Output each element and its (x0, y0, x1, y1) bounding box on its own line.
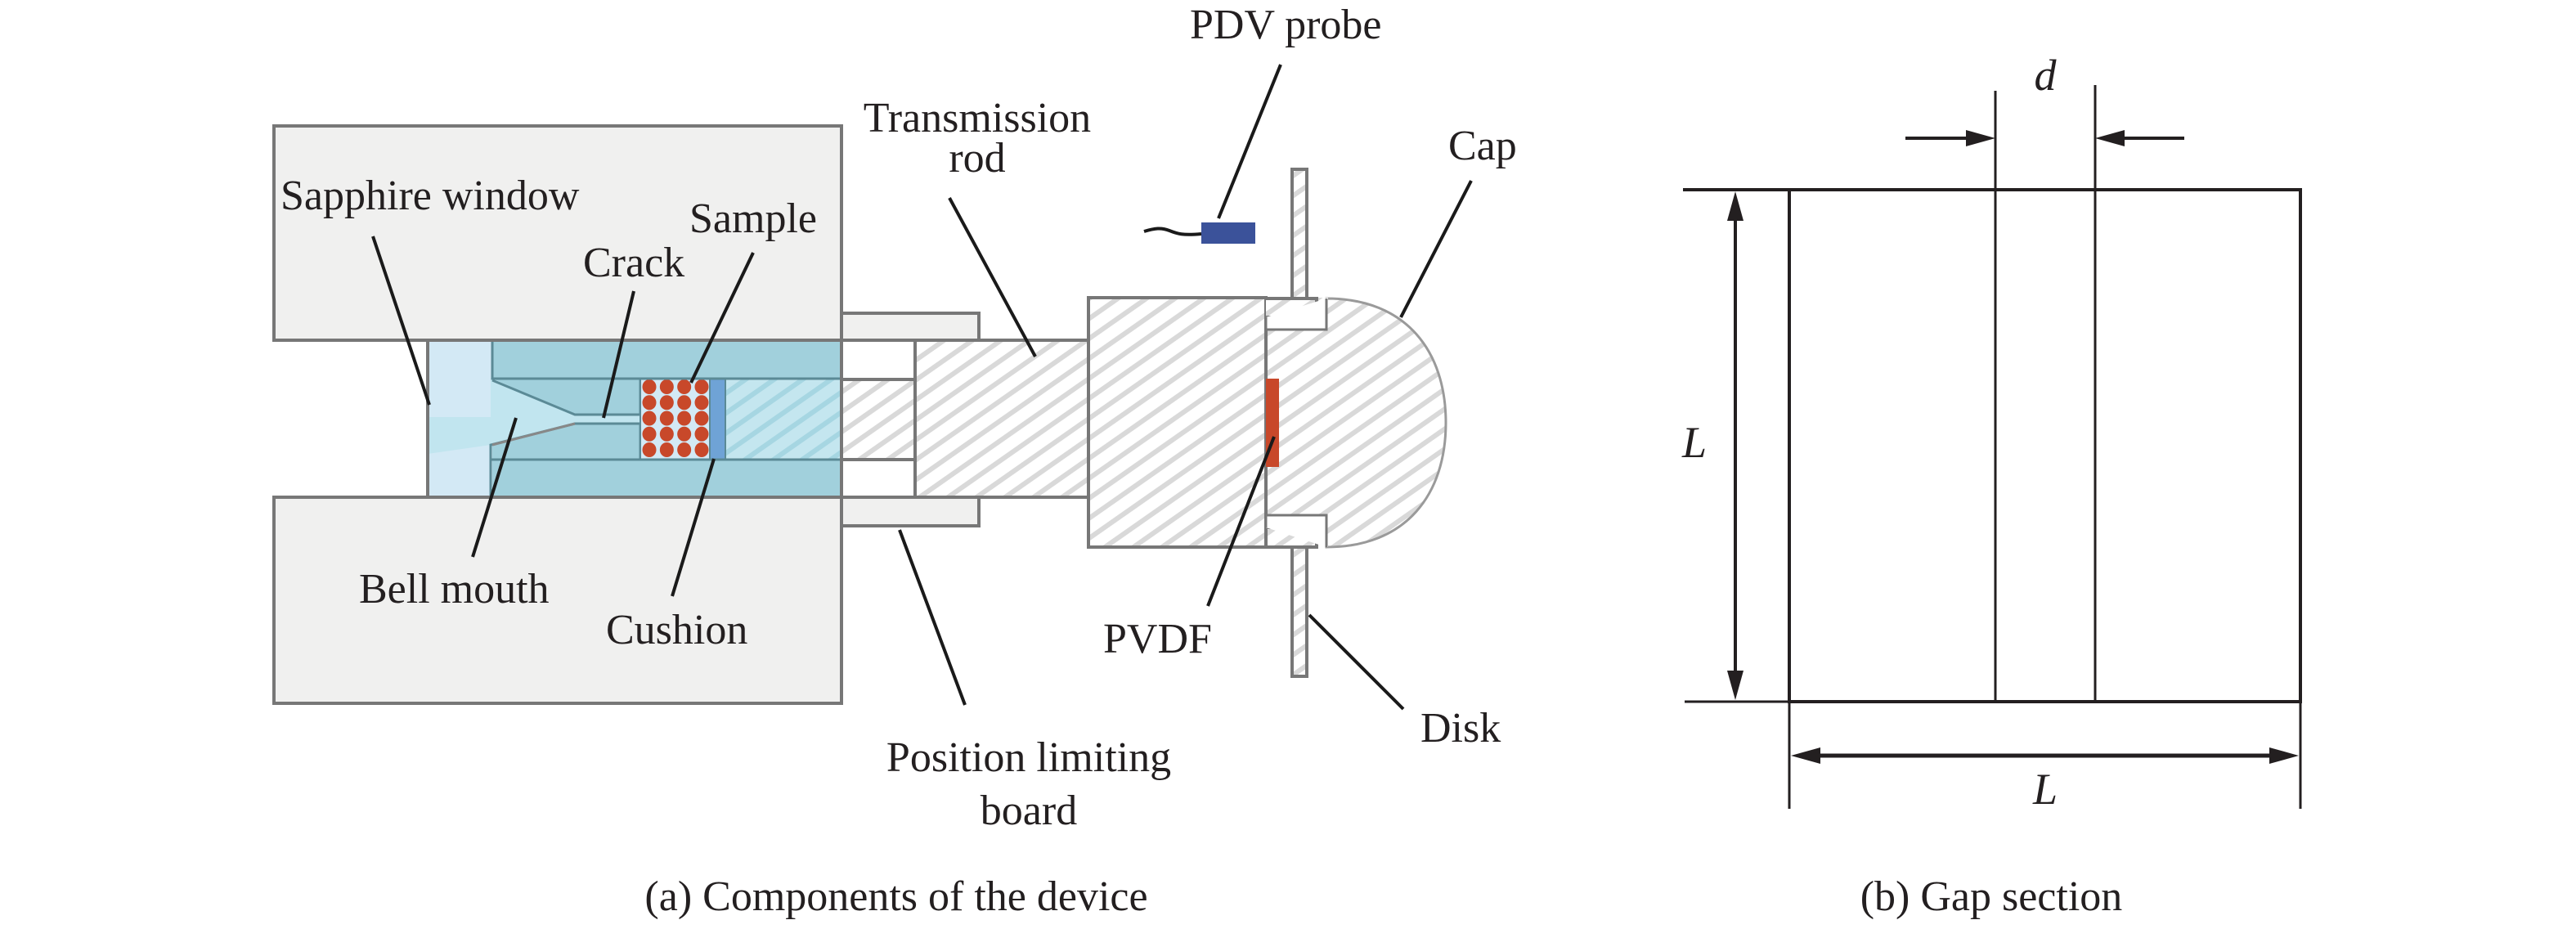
transmission-rod-leader (948, 197, 1037, 357)
sample-particle (677, 411, 692, 426)
sample-particle (677, 442, 692, 457)
label-transmission-rod-line1: Transmission (864, 95, 1091, 141)
pdv-probe-cable (1143, 227, 1202, 236)
width-label-L: L (2032, 765, 2058, 814)
sample-particle (659, 411, 674, 426)
lower-housing-block (272, 496, 843, 705)
lower-position-limiting-board (840, 496, 981, 527)
gap-label-d: d (2035, 51, 2058, 100)
caption-panel-a: (a) Components of the device (644, 873, 1147, 920)
sample-particle (642, 395, 657, 411)
sample-leader (689, 252, 755, 384)
pvdf-leader (1206, 436, 1276, 607)
sample-particle (677, 426, 692, 442)
label-bell-mouth: Bell mouth (359, 566, 550, 613)
sample-particle (677, 395, 692, 411)
gap-section-square (1788, 188, 2302, 703)
upper-position-limiting-board (840, 312, 981, 342)
sample-particle (642, 442, 657, 457)
label-pdv-probe: PDV probe (1190, 2, 1381, 48)
sample-particle (659, 442, 674, 457)
rod-head-block (1087, 296, 1268, 549)
label-cap: Cap (1448, 123, 1517, 169)
label-position-board-line2: board (981, 788, 1077, 834)
sample-particle (642, 426, 657, 442)
width-arrow-right (2269, 747, 2299, 764)
sample-particle (694, 426, 709, 442)
sample-particle (694, 379, 709, 394)
rod-end-in-channel (725, 378, 842, 460)
label-transmission-rod-line2: rod (949, 135, 1005, 182)
pdv-probe-leader (1217, 64, 1282, 219)
sample-particle (694, 395, 709, 411)
bell-mouth-cavity (428, 378, 640, 454)
panel-a: Sapphire window Crack Sample Bell mouth … (272, 2, 1517, 920)
sample-particle (677, 379, 692, 394)
label-disk: Disk (1420, 705, 1501, 752)
upper-housing-block (272, 124, 843, 342)
sample-particle (659, 426, 674, 442)
label-position-board-line1: Position limiting (886, 734, 1171, 781)
disk-lower (1290, 545, 1308, 678)
caption-panel-b: (b) Gap section (1860, 873, 2123, 920)
sapphire-window-leader (371, 236, 431, 406)
label-sapphire-window: Sapphire window (280, 173, 580, 219)
sample-particle (642, 411, 657, 426)
disk-leader (1308, 613, 1405, 711)
label-sample: Sample (689, 195, 817, 242)
channel-assembly (426, 339, 843, 499)
sample-particles (642, 379, 709, 457)
label-pvdf: PVDF (1103, 616, 1212, 662)
height-arrow-top (1727, 191, 1744, 221)
height-label-L: L (1681, 418, 1707, 467)
sample-particle (659, 395, 674, 411)
sample-particle (694, 411, 709, 426)
transmission-rod (913, 339, 1090, 499)
upper-flange-gap (1264, 298, 1328, 331)
cushion (709, 378, 726, 460)
sample-particle (659, 379, 674, 394)
crack-edge (491, 422, 576, 447)
pdv-probe (1201, 222, 1255, 244)
cap (1325, 297, 1447, 549)
width-arrow-left (1791, 747, 1820, 764)
position-board-leader (898, 529, 967, 706)
label-crack: Crack (583, 240, 684, 286)
disk-upper (1290, 168, 1308, 302)
sample-particle (642, 379, 657, 394)
crack-leader (602, 290, 635, 419)
cap-leader (1399, 180, 1473, 318)
sample-particle (694, 442, 709, 457)
cushion-leader (671, 458, 716, 597)
inner-rod (840, 378, 917, 461)
panel-b: d L L (b) Gap section (1681, 51, 2302, 920)
label-cushion: Cushion (606, 607, 747, 653)
lower-flange-gap (1264, 514, 1328, 547)
height-arrow-bottom (1727, 671, 1744, 700)
bell-mouth-leader (471, 417, 518, 558)
gap-arrow-right-head (2095, 130, 2125, 146)
gap-arrow-left-head (1966, 130, 1995, 146)
